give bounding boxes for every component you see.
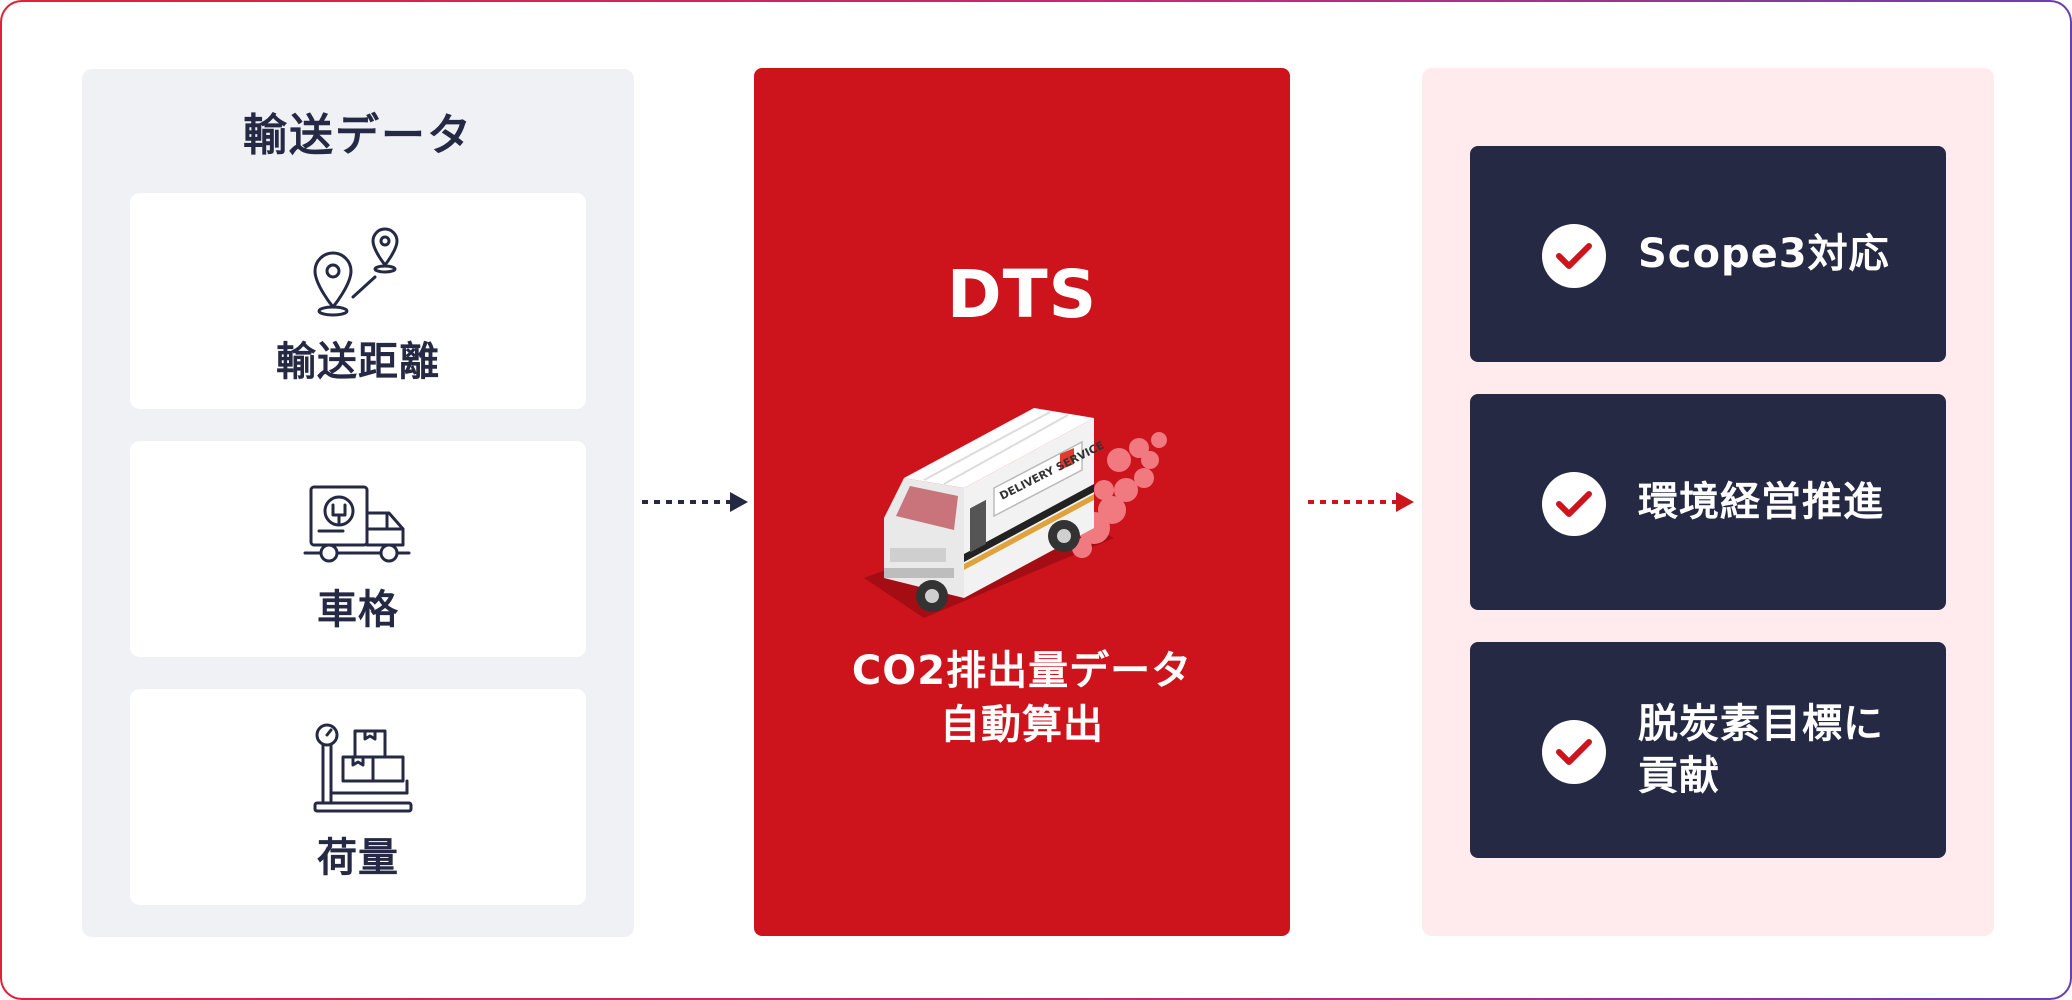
dts-panel: DTS [754,68,1290,936]
result-label-environment: 環境経営推進 [1638,394,1928,610]
transport-data-panel: 輸送データ 輸送距離 [82,69,634,937]
input-card-distance: 輸送距離 [130,193,586,409]
truck-icon [303,473,413,573]
result-card-decarbonization: 脱炭素目標に 貢献 [1470,642,1946,858]
result-card-environment: 環境経営推進 [1470,394,1946,610]
input-card-vehicle-class: 車格 [130,441,586,657]
check-icon [1542,224,1606,288]
dts-description-line1: CO2排出量データ [851,648,1193,694]
dts-title: DTS [946,256,1098,333]
check-icon [1542,720,1606,784]
input-label-distance: 輸送距離 [276,339,440,385]
input-label-vehicle-class: 車格 [317,587,399,633]
result-label-scope3: Scope3対応 [1638,146,1928,362]
input-label-load: 荷量 [317,835,399,881]
scale-packages-icon [303,721,413,821]
dts-description: CO2排出量データ 自動算出 [754,644,1290,752]
result-card-scope3: Scope3対応 [1470,146,1946,362]
check-icon [1542,472,1606,536]
location-route-icon [303,225,413,325]
arrow-right-icon [642,492,748,512]
result-label-line1: 環境経営推進 [1638,479,1884,525]
result-label-line1: Scope3対応 [1638,231,1890,277]
arrow-right-icon [1308,492,1414,512]
results-panel: Scope3対応 環境経営推進 [1422,68,1994,936]
result-label-line1: 脱炭素目標に [1638,701,1884,747]
dts-description-line2: 自動算出 [940,702,1104,748]
input-card-load: 荷量 [130,689,586,905]
result-label-decarbonization: 脱炭素目標に 貢献 [1638,642,1928,858]
delivery-van-illustration: DELIVERY SERVICE [854,378,1194,638]
transport-data-title: 輸送データ [243,110,473,161]
result-label-line2: 貢献 [1638,753,1720,799]
